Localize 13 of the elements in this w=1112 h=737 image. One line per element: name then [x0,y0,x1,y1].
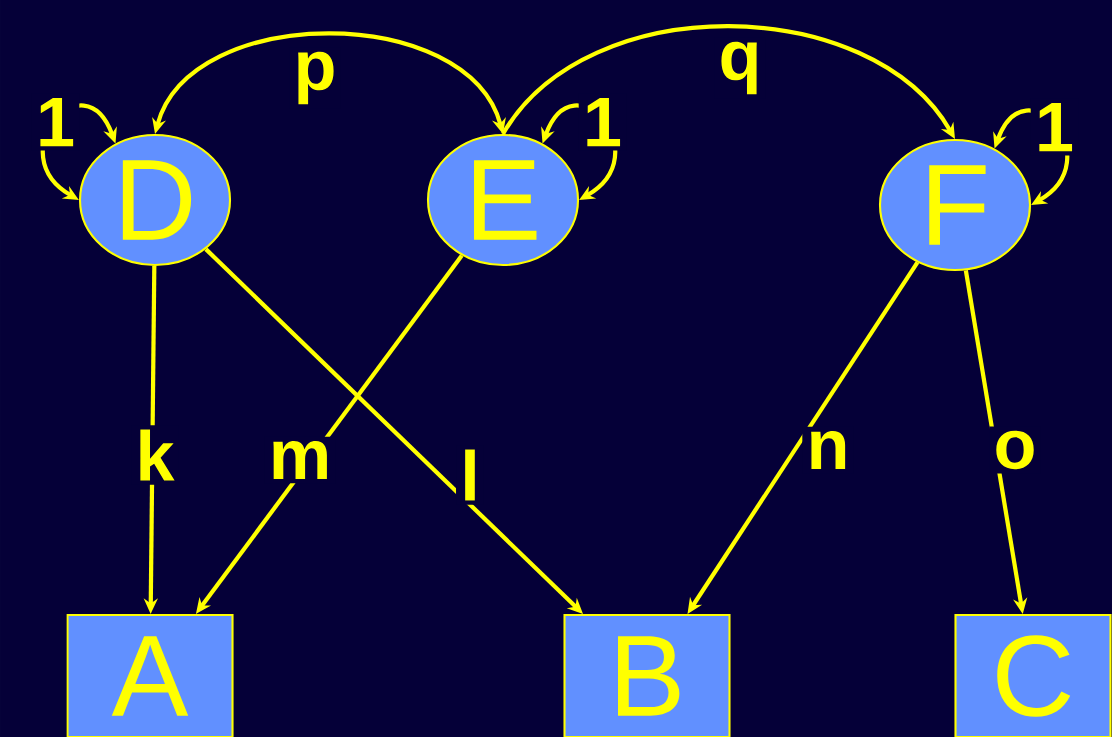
edge-label: k [131,425,179,485]
edge-label: 1 [31,93,80,151]
edge-label: l [456,445,484,505]
state-box: B [563,613,731,737]
edge-label: q [714,37,766,99]
state-box: C [954,613,1112,737]
edge-label: 1 [578,93,627,151]
edge-label: m [264,436,336,484]
edge-label: 1 [1030,98,1079,156]
edge-label: p [289,47,341,109]
edge-label: o [989,426,1041,474]
edge-label: n [802,426,854,474]
state-box: A [66,613,234,737]
